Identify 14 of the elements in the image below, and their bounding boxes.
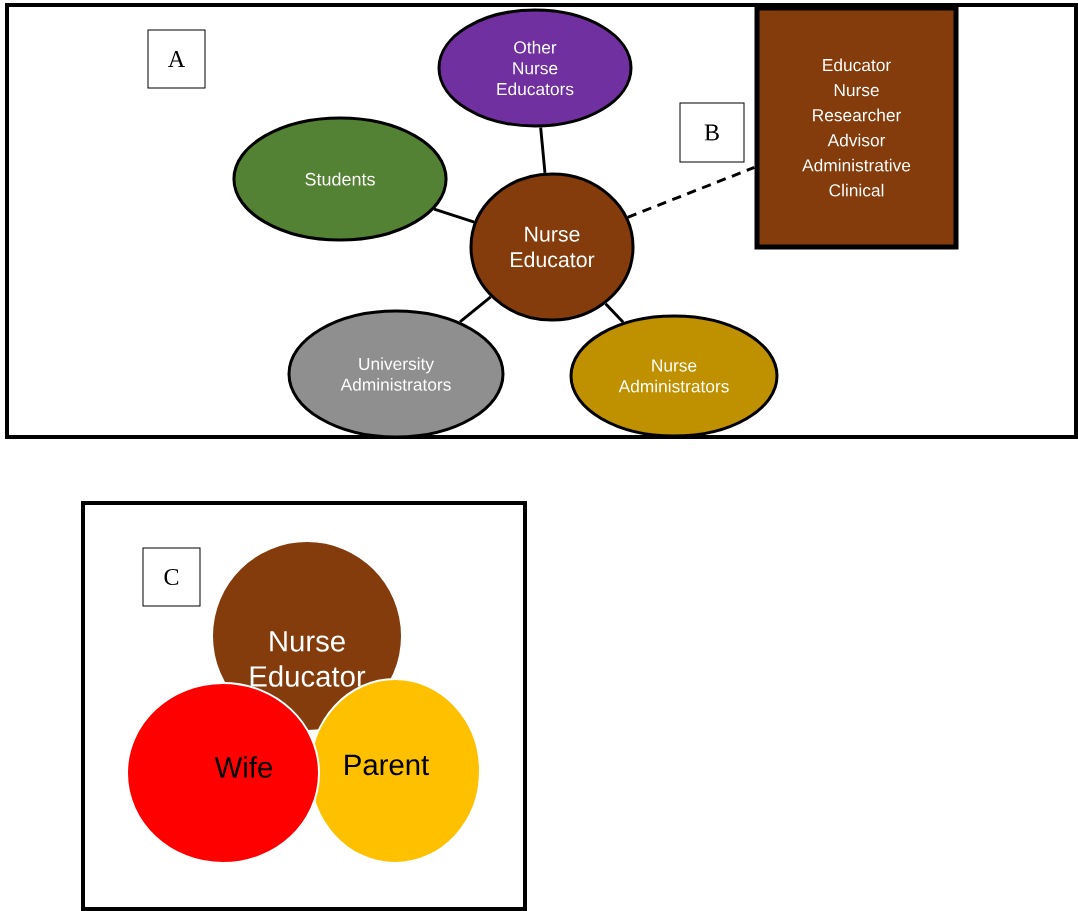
role-list-box: Educator Nurse Researcher Advisor Administrative Clinical (754, 5, 959, 250)
circle-label: Parent (345, 754, 429, 776)
panel-letter: A (147, 29, 206, 89)
panel-letter: B (679, 102, 745, 163)
connector-line (433, 207, 475, 224)
panel-letter: C (142, 547, 201, 607)
panel-frame (5, 3, 1078, 439)
connector-line (627, 166, 756, 219)
circle-label: Nurse Educator (250, 631, 366, 687)
circle-label: Wife (214, 756, 273, 778)
panel-frame (81, 501, 527, 911)
connector-line (459, 295, 492, 324)
connector-line (539, 127, 547, 173)
connector-line (604, 302, 625, 324)
